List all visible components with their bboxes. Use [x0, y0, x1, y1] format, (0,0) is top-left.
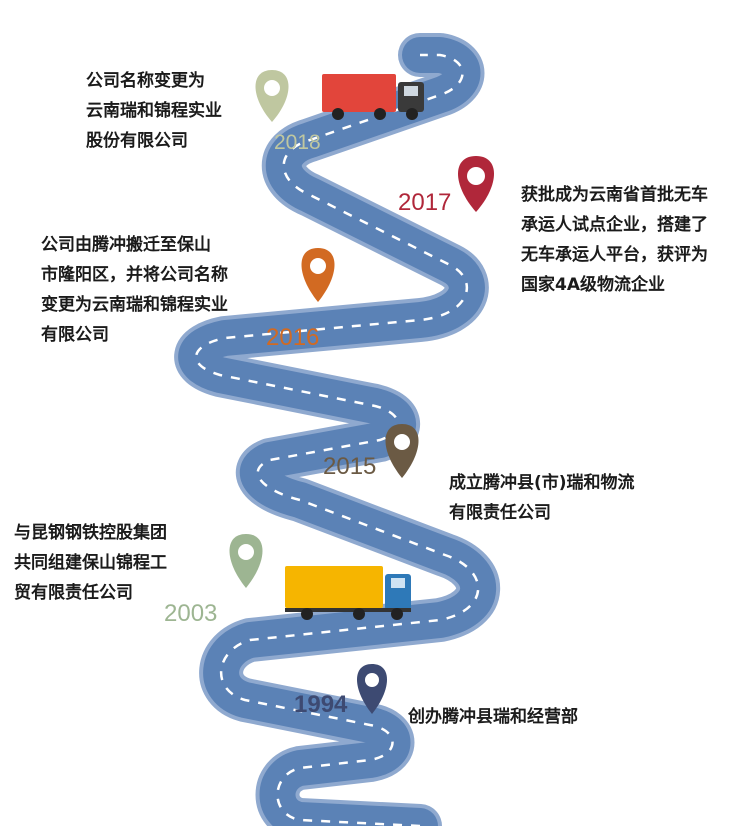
description-line: 成立腾冲县(市)瑞和物流: [449, 473, 635, 493]
description-line: 共同组建保山锦程工: [14, 553, 167, 573]
description-line: 国家4A级物流企业: [521, 275, 665, 295]
description-line: 获批成为云南省首批无车: [521, 185, 708, 205]
description-line: 有限责任公司: [449, 503, 551, 523]
milestone-2003-description: 与昆钢钢铁控股集团 共同组建保山锦程工 贸有限责任公司: [14, 518, 167, 608]
location-pin-icon: [255, 70, 289, 122]
location-pin-icon: [458, 156, 494, 212]
milestone-year: 2017: [398, 189, 452, 216]
milestone-2015-description: 成立腾冲县(市)瑞和物流 有限责任公司: [449, 468, 635, 528]
description-line: 贸有限责任公司: [14, 583, 133, 603]
milestone-2018-description: 公司名称变更为 云南瑞和锦程实业 股份有限公司: [86, 66, 222, 156]
milestone-year: 2016: [266, 324, 320, 351]
milestone-year: 2015: [323, 453, 377, 480]
description-line: 与昆钢钢铁控股集团: [14, 523, 167, 543]
red-truck-icon: [322, 74, 424, 120]
description-line: 变更为云南瑞和锦程实业: [41, 295, 228, 315]
description-line: 股份有限公司: [86, 131, 188, 151]
description-line: 市隆阳区，并将公司名称: [41, 265, 228, 285]
milestone-year: 1994: [294, 691, 348, 718]
lane-markings: [195, 53, 480, 826]
location-pin-icon: [357, 664, 387, 714]
location-pin-icon: [229, 534, 263, 588]
milestone-2017-description: 获批成为云南省首批无车 承运人试点企业，搭建了 无车承运人平台，获评为 国家4A…: [521, 180, 708, 300]
milestone-year: 2018: [274, 131, 321, 154]
description-line: 公司由腾冲搬迁至保山: [41, 235, 211, 255]
description-line: 无车承运人平台，获评为: [521, 245, 708, 265]
location-pin-icon: [385, 424, 419, 478]
milestone-1994-description: 创办腾冲县瑞和经营部: [408, 702, 578, 732]
description-line: 云南瑞和锦程实业: [86, 101, 222, 121]
description-line: 承运人试点企业，搭建了: [521, 215, 708, 235]
location-pin-icon: [301, 248, 335, 302]
milestone-year: 2003: [164, 600, 218, 627]
yellow-truck-icon: [285, 566, 411, 620]
milestone-2016-description: 公司由腾冲搬迁至保山 市隆阳区，并将公司名称 变更为云南瑞和锦程实业 有限公司: [41, 230, 228, 350]
description-line: 有限公司: [41, 325, 109, 345]
description-line: 创办腾冲县瑞和经营部: [408, 707, 578, 727]
description-line: 公司名称变更为: [86, 71, 205, 91]
